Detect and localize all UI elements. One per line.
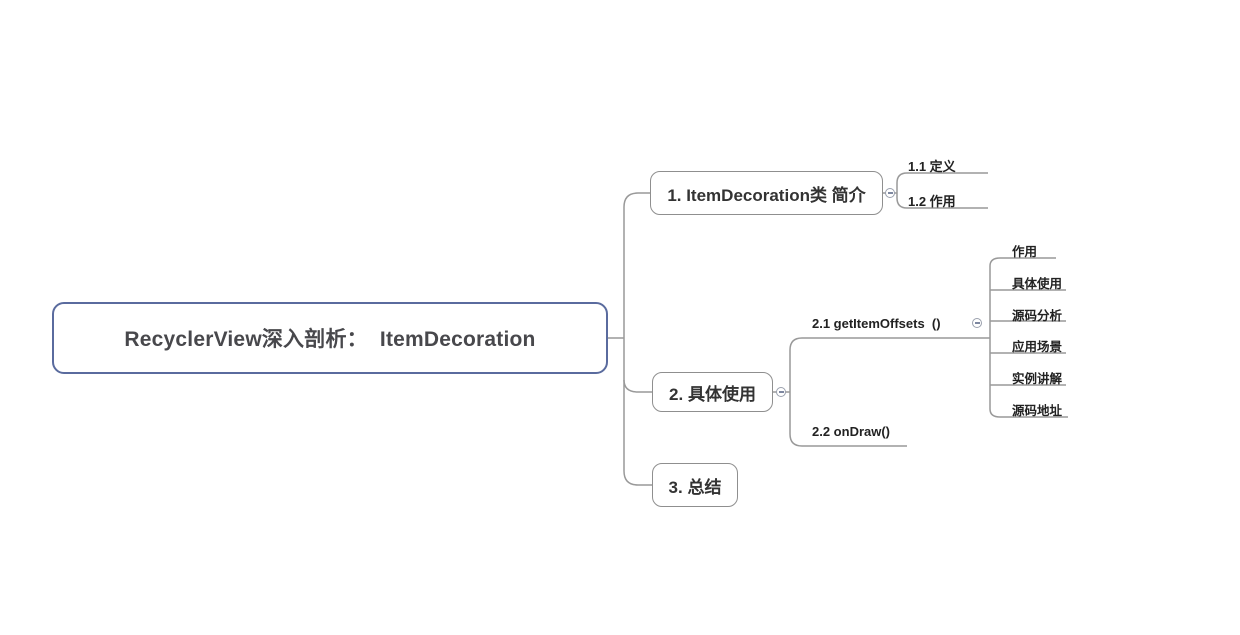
subtopic-2-1-child-6[interactable]: 源码地址 bbox=[1012, 404, 1063, 418]
branch-2-children-bracket bbox=[789, 337, 990, 447]
subtopic-1-1[interactable]: 1.1 定义 bbox=[908, 159, 956, 174]
minus-icon bbox=[778, 391, 784, 393]
minus-icon bbox=[974, 322, 980, 324]
main-topic-1[interactable]: 1. ItemDecoration类 简介 bbox=[650, 171, 883, 215]
subtopic-2-1[interactable]: 2.1 getItemOffsets () bbox=[812, 316, 941, 331]
subtopic-2-1-child-3[interactable]: 源码分析 bbox=[1012, 309, 1063, 323]
elbow-branch-3 bbox=[623, 470, 652, 486]
subtopic-2-1-child-5[interactable]: 实例讲解 bbox=[1012, 372, 1063, 386]
elbow-branch-2 bbox=[623, 379, 652, 393]
main-topic-3[interactable]: 3. 总结 bbox=[652, 463, 738, 507]
root-topic[interactable]: RecyclerView深入剖析： ItemDecoration bbox=[52, 302, 608, 374]
collapse-toggle-icon-subtopic-2-1[interactable] bbox=[972, 318, 982, 328]
collapse-toggle-icon-branch-2[interactable] bbox=[776, 387, 786, 397]
subtopic-2-1-child-2[interactable]: 具体使用 bbox=[1012, 277, 1063, 291]
elbow-branch-1 bbox=[623, 192, 650, 208]
minus-icon bbox=[887, 192, 893, 194]
subtopic-2-2[interactable]: 2.2 onDraw() bbox=[812, 424, 891, 439]
subtopic-1-2[interactable]: 1.2 作用 bbox=[908, 194, 956, 209]
main-topic-2[interactable]: 2. 具体使用 bbox=[652, 372, 773, 412]
collapse-toggle-icon-branch-1[interactable] bbox=[885, 188, 895, 198]
branch-1-children-bracket bbox=[896, 172, 988, 209]
subtopic-2-1-child-1[interactable]: 作用 bbox=[1012, 245, 1038, 259]
underline-child-6 bbox=[989, 408, 1068, 418]
underline-child-1 bbox=[989, 257, 1056, 267]
subtopic-2-1-child-4[interactable]: 应用场景 bbox=[1012, 340, 1063, 354]
